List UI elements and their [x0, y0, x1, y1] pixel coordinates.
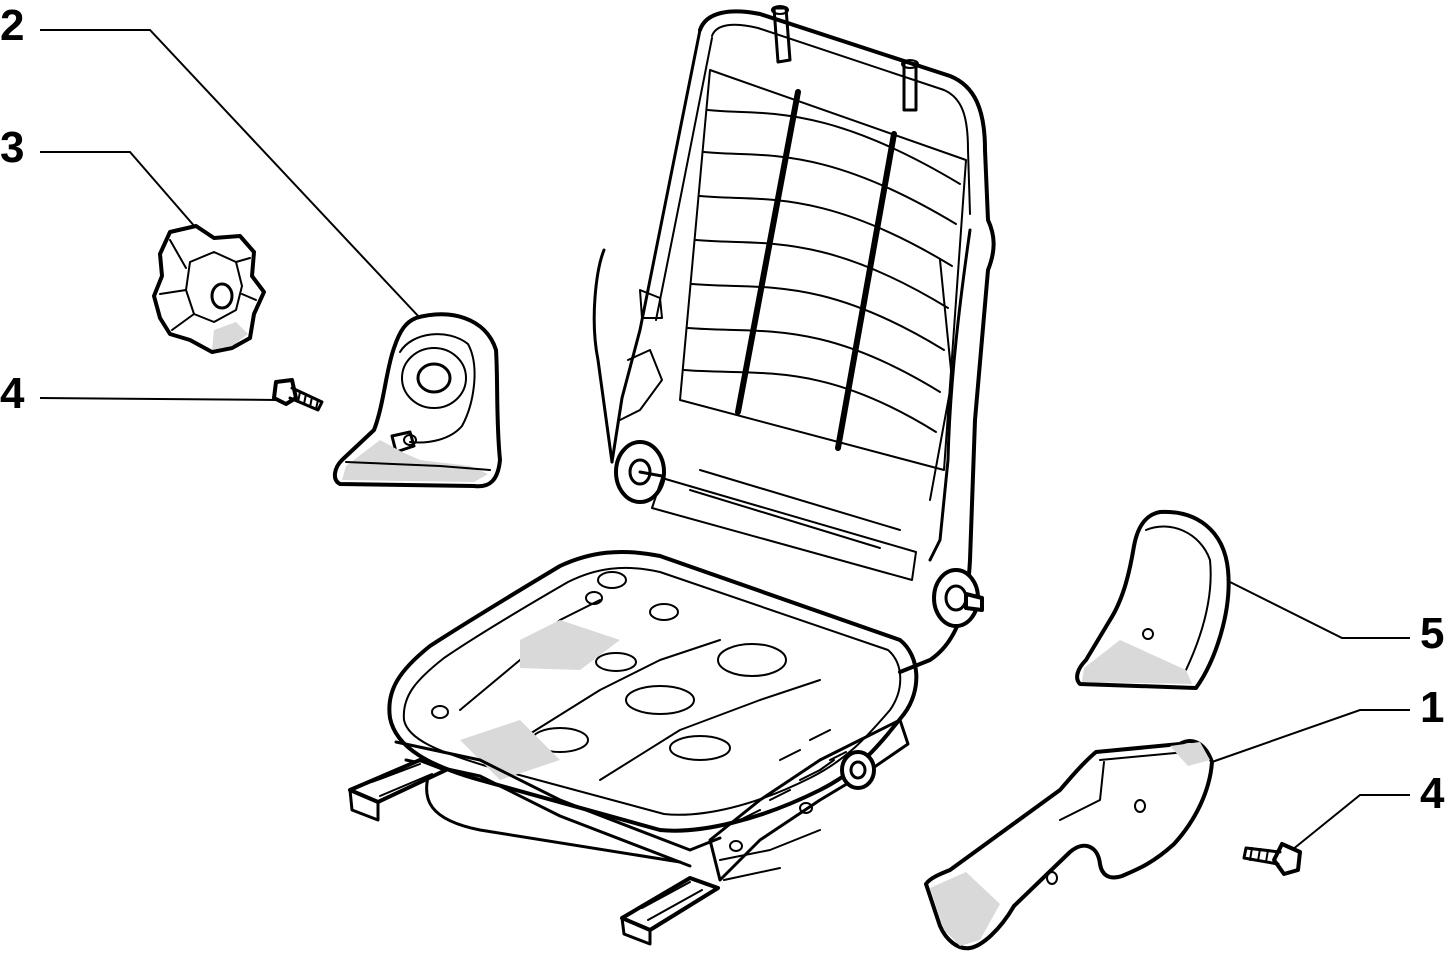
cover-part-right	[1075, 509, 1231, 690]
callout-2: 2	[0, 1, 24, 50]
callout-5: 5	[1420, 609, 1444, 658]
callout-1: 1	[1420, 683, 1444, 732]
leader-line-2	[40, 29, 421, 319]
cover-part-bottom	[924, 739, 1214, 951]
callout-4b: 4	[1420, 769, 1445, 818]
knob-part	[152, 224, 266, 354]
seat-frame	[348, 5, 996, 946]
leader-line-3	[40, 151, 197, 229]
cover-part-left	[333, 312, 502, 489]
callout-numbers: 2 3 4 5 1 4	[0, 1, 1445, 818]
screw-part-left	[272, 378, 324, 412]
leader-line-4b	[1291, 794, 1410, 851]
callout-4a: 4	[0, 369, 25, 418]
leader-line-5	[1229, 581, 1410, 639]
callout-3: 3	[0, 123, 24, 172]
leader-line-4a	[39, 397, 279, 401]
leader-lines	[39, 29, 1410, 851]
leader-line-1	[1211, 709, 1410, 763]
screw-part-right	[1242, 842, 1302, 876]
